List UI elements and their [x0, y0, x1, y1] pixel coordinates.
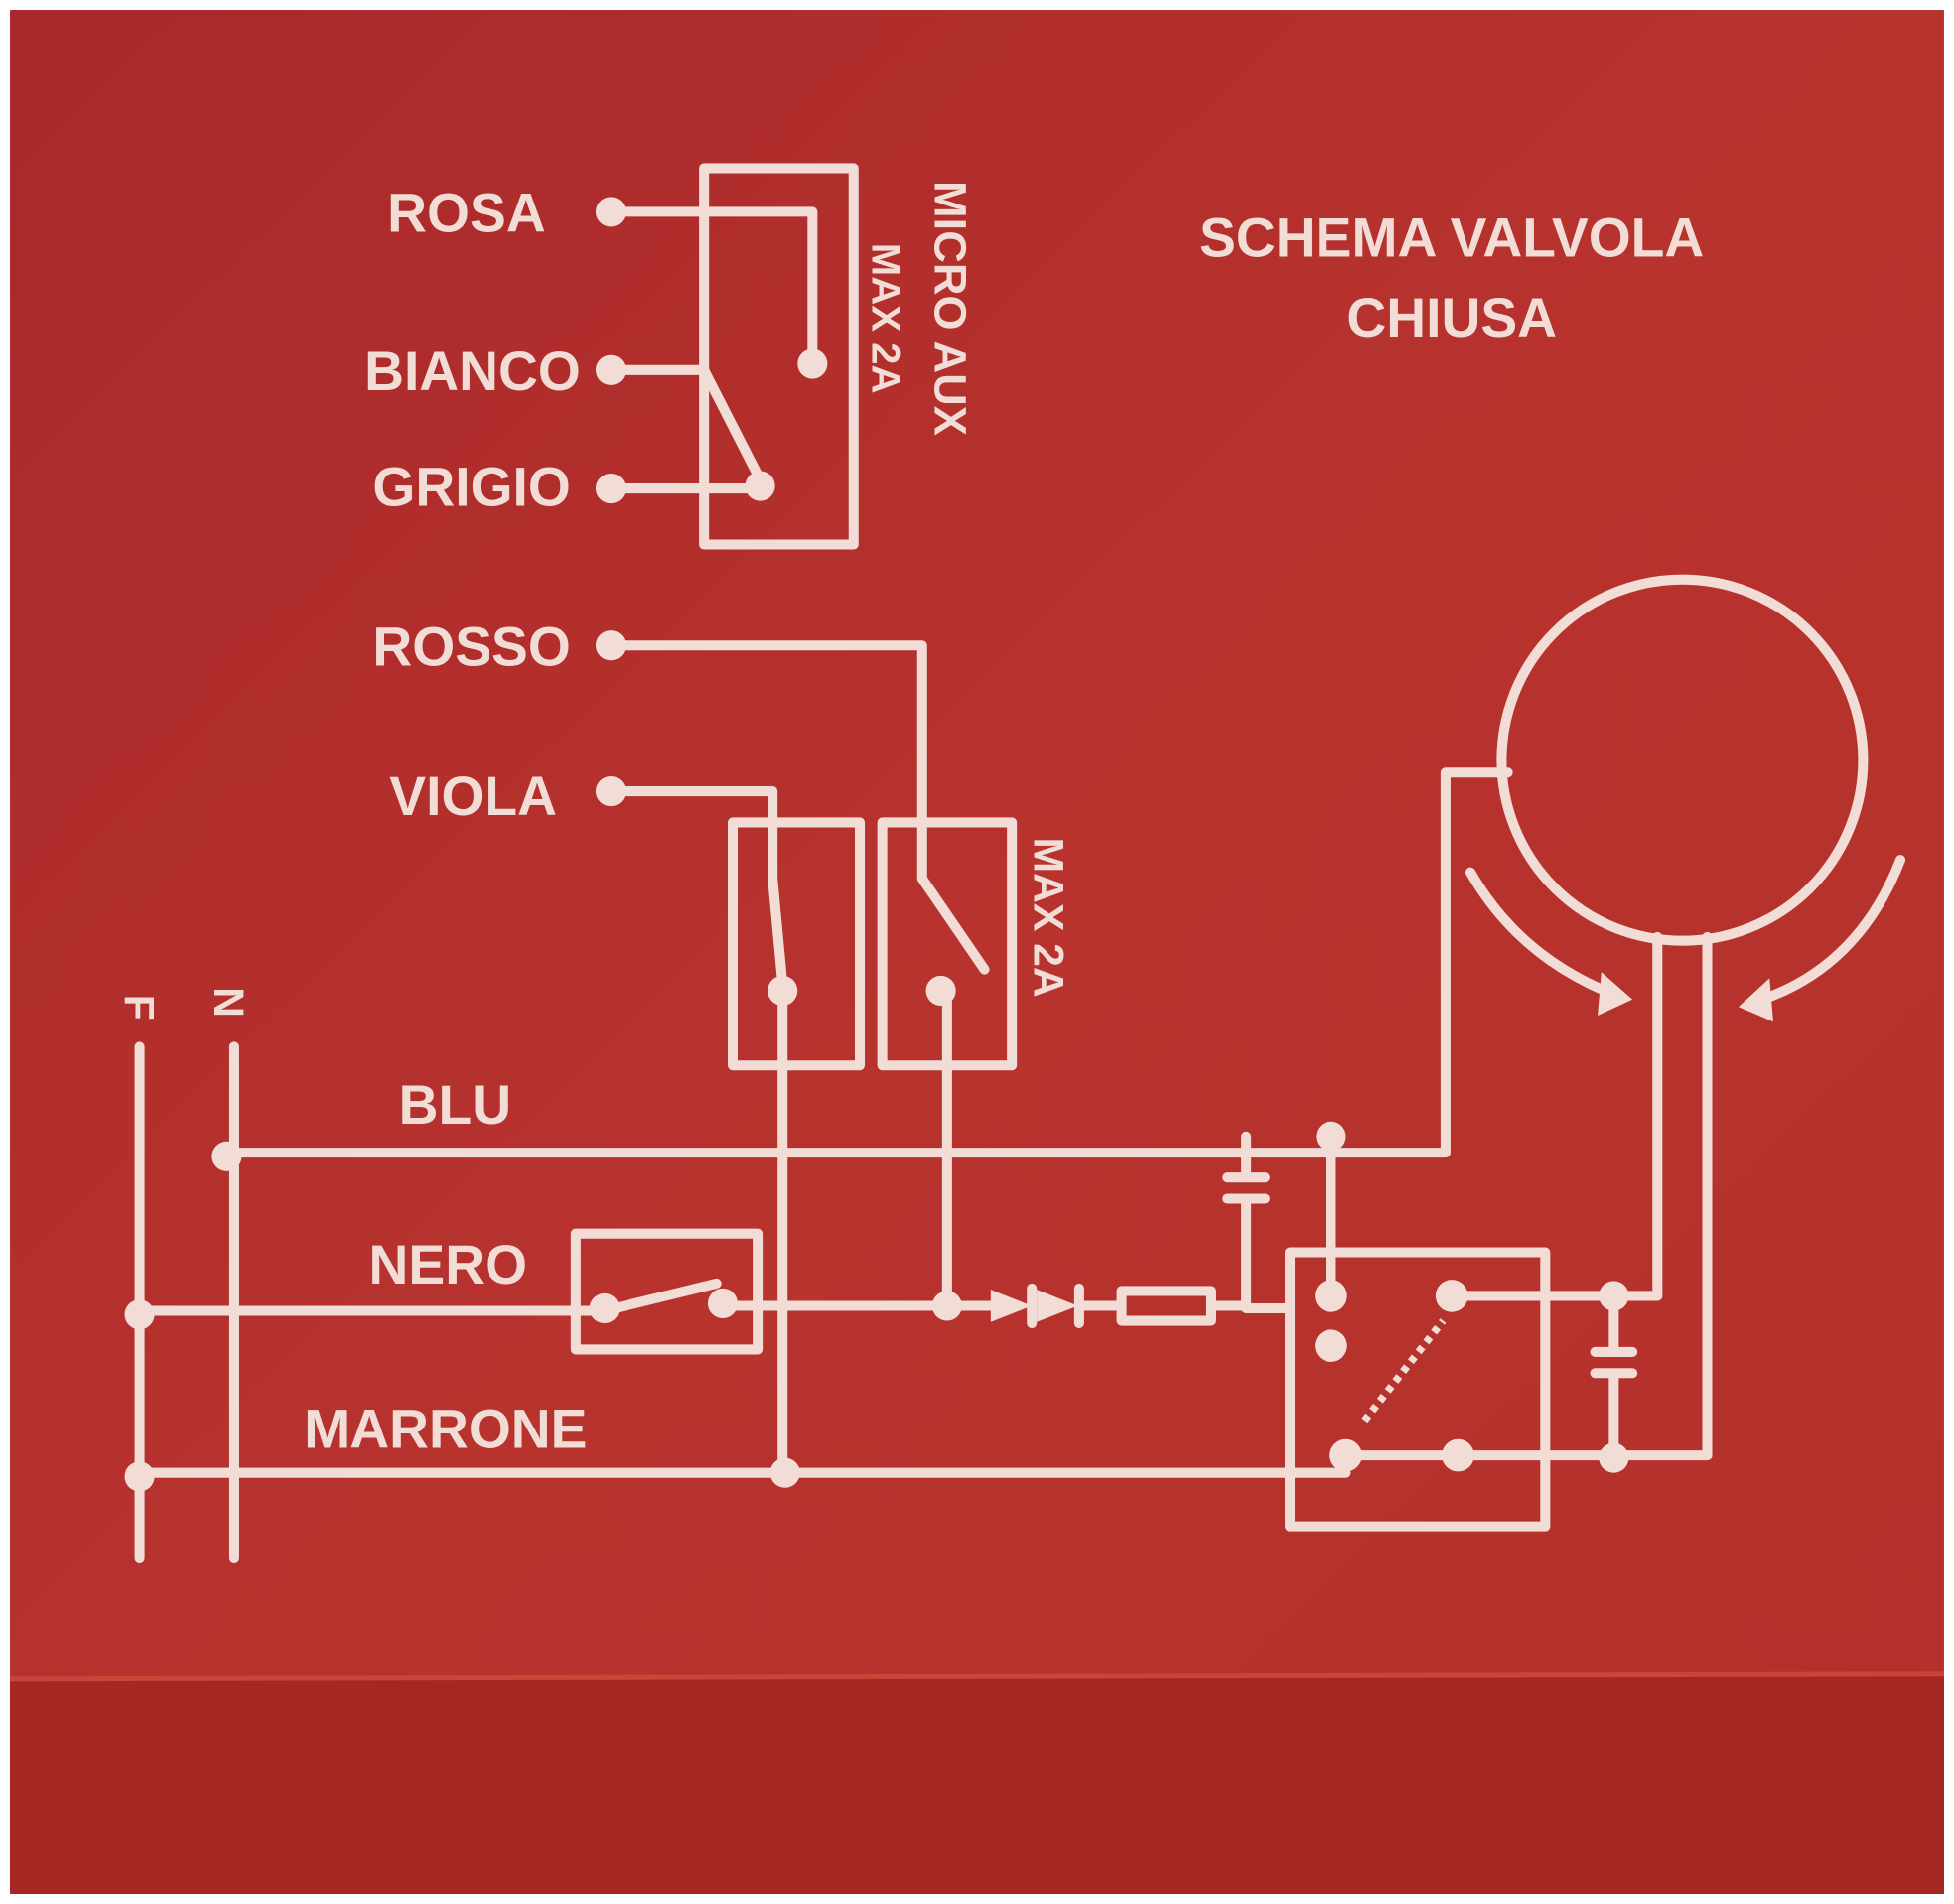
wire-label-grigio: GRIGIO: [372, 457, 570, 518]
micro-aux-rating: MAX 2A: [864, 243, 908, 394]
wire-label-bianco: BIANCO: [364, 340, 581, 402]
diagram-title-line2: CHIUSA: [1346, 287, 1557, 348]
diode-icon: [990, 1290, 1078, 1322]
wire-label-rosso: ROSSO: [372, 615, 570, 677]
micro-aux-label: MICRO AUX: [924, 181, 975, 436]
limit-switch-rating: MAX 2A: [1025, 838, 1072, 998]
housing-seam: [10, 1671, 1944, 1682]
marrone-circuit: [124, 1457, 1351, 1492]
wire-label-nero: NERO: [369, 1234, 528, 1295]
motor-icon: [1466, 574, 1906, 1461]
wire-label-rosa: ROSA: [387, 182, 546, 243]
wire-label-blu: BLU: [399, 1074, 511, 1136]
micro-aux-switch: [595, 163, 859, 550]
limit-switches: [595, 630, 1018, 1478]
wire-label-marrone: MARRONE: [304, 1399, 587, 1460]
supply-phase-label: F: [115, 995, 163, 1020]
housing-base: [10, 1676, 1944, 1894]
relay-block: [1285, 1247, 1713, 1532]
nero-circuit: [124, 1228, 1252, 1355]
supply-neutral-label: N: [205, 987, 252, 1018]
diagram-title-line1: SCHEMA VALVOLA: [1199, 207, 1704, 269]
blu-circuit: [211, 767, 1513, 1314]
wire-label-viola: VIOLA: [389, 765, 557, 827]
